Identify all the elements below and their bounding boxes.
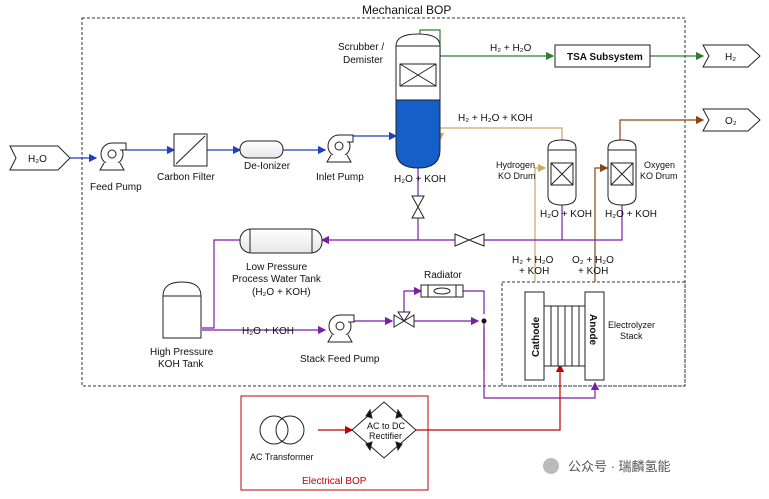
feed-pump-icon [99, 142, 127, 171]
deionizer-icon [239, 140, 284, 159]
lp-tank-label-3: (H₂O + KOH) [252, 287, 311, 298]
hydrogen-ko-drum-icon [547, 139, 577, 206]
rectifier-icon [351, 401, 417, 459]
stream-cathode-out-2: + KOH [519, 266, 549, 277]
lp-tank-label-1: Low Pressure [246, 262, 308, 273]
hydrogen-drum-label-2: KO Drum [498, 171, 536, 181]
h2-outlet-arrow: H₂ [702, 44, 761, 68]
svg-text:H₂: H₂ [725, 52, 736, 63]
scrubber-drain-valve-icon [411, 195, 425, 219]
stream-scrubber-koh: H₂O + KOH [394, 174, 446, 185]
low-pressure-tank-icon [239, 228, 323, 254]
stack-pump-label: Stack Feed Pump [300, 354, 380, 365]
svg-text:TSA Subsystem: TSA Subsystem [567, 52, 643, 63]
ac-transformer-icon [259, 415, 305, 445]
electrical-bop-boundary [240, 395, 429, 491]
radiator-label: Radiator [424, 270, 462, 281]
stream-anode-out-1: O₂ + H₂O [572, 255, 614, 266]
scrubber-label-2: Demister [343, 55, 384, 66]
hydrogen-line [419, 29, 705, 61]
hydrogen-drum-label-1: Hydrogen [496, 160, 535, 170]
rectifier-label-2: Rectifier [369, 431, 402, 441]
inlet-pump-icon [326, 134, 354, 163]
svg-text:公众号 · 瑞麟氢能: 公众号 · 瑞麟氢能 [568, 459, 671, 474]
stack-label-1: Electrolyzer [608, 320, 655, 330]
inlet-pump-label: Inlet Pump [316, 172, 364, 183]
rectifier-label-1: AC to DC [367, 421, 406, 431]
hp-tank-label-2: KOH Tank [158, 359, 204, 370]
oxygen-drum-label-2: KO Drum [640, 171, 678, 181]
stream-hdrum-koh: H₂O + KOH [540, 209, 592, 220]
svg-text:H₂O: H₂O [28, 154, 47, 165]
stream-tank-out-koh: H₂O + KOH [242, 326, 294, 337]
scrubber-label-1: Scrubber / [338, 42, 384, 53]
h2o-inlet-arrow: H₂O [9, 145, 71, 171]
mechanical-bop-title: Mechanical BOP [362, 3, 451, 17]
junction-dot [481, 318, 487, 324]
svg-text:O₂: O₂ [725, 116, 737, 127]
oxygen-line [594, 115, 705, 282]
stack-feed-pump-icon [327, 314, 355, 343]
hp-tank-label-1: High Pressure [150, 347, 214, 358]
stream-h2-h2o: H₂ + H₂O [490, 43, 532, 54]
power-line [318, 363, 565, 435]
anode-label: Anode [587, 314, 598, 346]
transformer-label: AC Transformer [250, 452, 314, 462]
tsa-subsystem-box: TSA Subsystem [554, 44, 651, 68]
carbon-filter-label: Carbon Filter [157, 172, 215, 183]
o2-outlet-arrow: O₂ [702, 108, 761, 132]
radiator-icon [420, 284, 464, 298]
koh-line [202, 168, 623, 399]
high-pressure-tank-icon [162, 281, 202, 339]
three-way-valve-icon [393, 311, 415, 328]
electrolyzer-stack-icon [524, 291, 605, 381]
scrubber-demister-icon [395, 33, 441, 169]
oxygen-drum-label-1: Oxygen [644, 160, 675, 170]
lp-tank-label-2: Process Water Tank [232, 274, 322, 285]
stream-anode-out-2: + KOH [578, 266, 608, 277]
electrical-bop-title: Electrical BOP [302, 476, 367, 487]
deionizer-label: De-Ionizer [244, 161, 291, 172]
stream-cathode-out-1: H₂ + H₂O [512, 255, 554, 266]
stream-odrum-koh: H₂O + KOH [605, 209, 657, 220]
mechanical-bop-boundary [81, 17, 686, 387]
stream-h2-h2o-koh: H₂ + H₂O + KOH [458, 113, 532, 124]
stack-label-2: Stack [620, 331, 643, 341]
stack-boundary [501, 281, 686, 387]
watermark: 公众号 · 瑞麟氢能 [543, 458, 671, 474]
cathode-label: Cathode [531, 317, 542, 357]
feed-pump-label: Feed Pump [90, 182, 142, 193]
carbon-filter-icon [173, 133, 208, 167]
oxygen-ko-drum-icon [607, 139, 637, 206]
koh-return-valve-icon [454, 233, 485, 247]
